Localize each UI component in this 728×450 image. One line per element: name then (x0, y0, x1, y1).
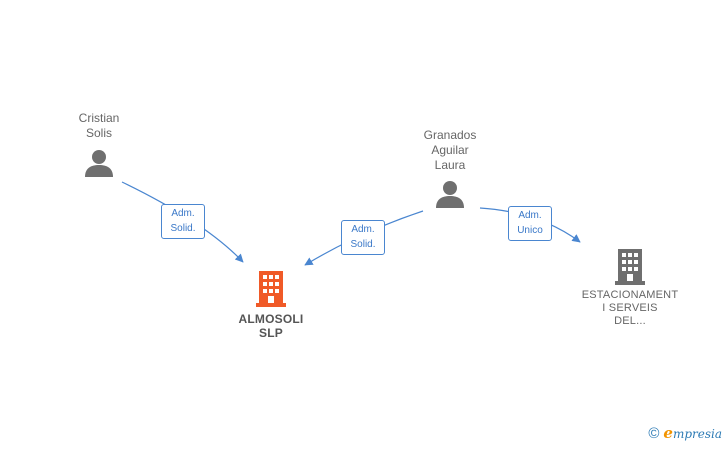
edge-label-line: Solid. (170, 223, 196, 234)
edge-label-line: Adm. (171, 208, 195, 219)
brand-watermark: ©empresia (648, 424, 722, 442)
name-line: ALMOSOLI (238, 312, 304, 326)
edge-label-line: Solid. (350, 239, 376, 250)
company-node-almosoli-slp[interactable]: ALMOSOLI SLP (226, 271, 316, 340)
person-node-cristian-solis[interactable]: Cristian Solis (59, 111, 139, 178)
name-line: Laura (434, 158, 466, 172)
copyright-symbol: © (648, 425, 660, 442)
edge-label-granados-almosoli[interactable]: Adm. Solid. (341, 220, 385, 255)
person-node-granados-aguilar-laura[interactable]: Granados Aguilar Laura (410, 128, 490, 209)
company-name: ALMOSOLI SLP (226, 312, 316, 340)
edge-label-line: Adm. (518, 210, 542, 221)
name-line: DEL... (614, 315, 646, 327)
edge-label-line: Adm. (351, 224, 375, 235)
building-icon (615, 249, 645, 285)
person-name: Granados Aguilar Laura (410, 128, 490, 173)
name-line: I SERVEIS (602, 302, 658, 314)
person-name: Cristian Solis (59, 111, 139, 141)
name-line: Granados (423, 128, 477, 142)
person-icon (85, 150, 113, 177)
company-node-estacionament[interactable]: ESTACIONAMENT I SERVEIS DEL... (570, 249, 690, 328)
name-line: Solis (85, 126, 112, 140)
edge-label-granados-estacionament[interactable]: Adm. Unico (508, 206, 552, 241)
brand-initial: e (663, 424, 673, 442)
name-line: Cristian (78, 111, 120, 125)
person-icon (436, 181, 464, 208)
name-line: Aguilar (431, 143, 469, 157)
building-icon (256, 271, 286, 307)
brand-name: mpresia (672, 427, 722, 441)
name-line: ESTACIONAMENT (581, 289, 679, 301)
edge-label-cristian-almosoli[interactable]: Adm. Solid. (161, 204, 205, 239)
company-name: ESTACIONAMENT I SERVEIS DEL... (570, 289, 690, 328)
name-line: SLP (259, 326, 283, 340)
edge-label-line: Unico (517, 225, 543, 236)
